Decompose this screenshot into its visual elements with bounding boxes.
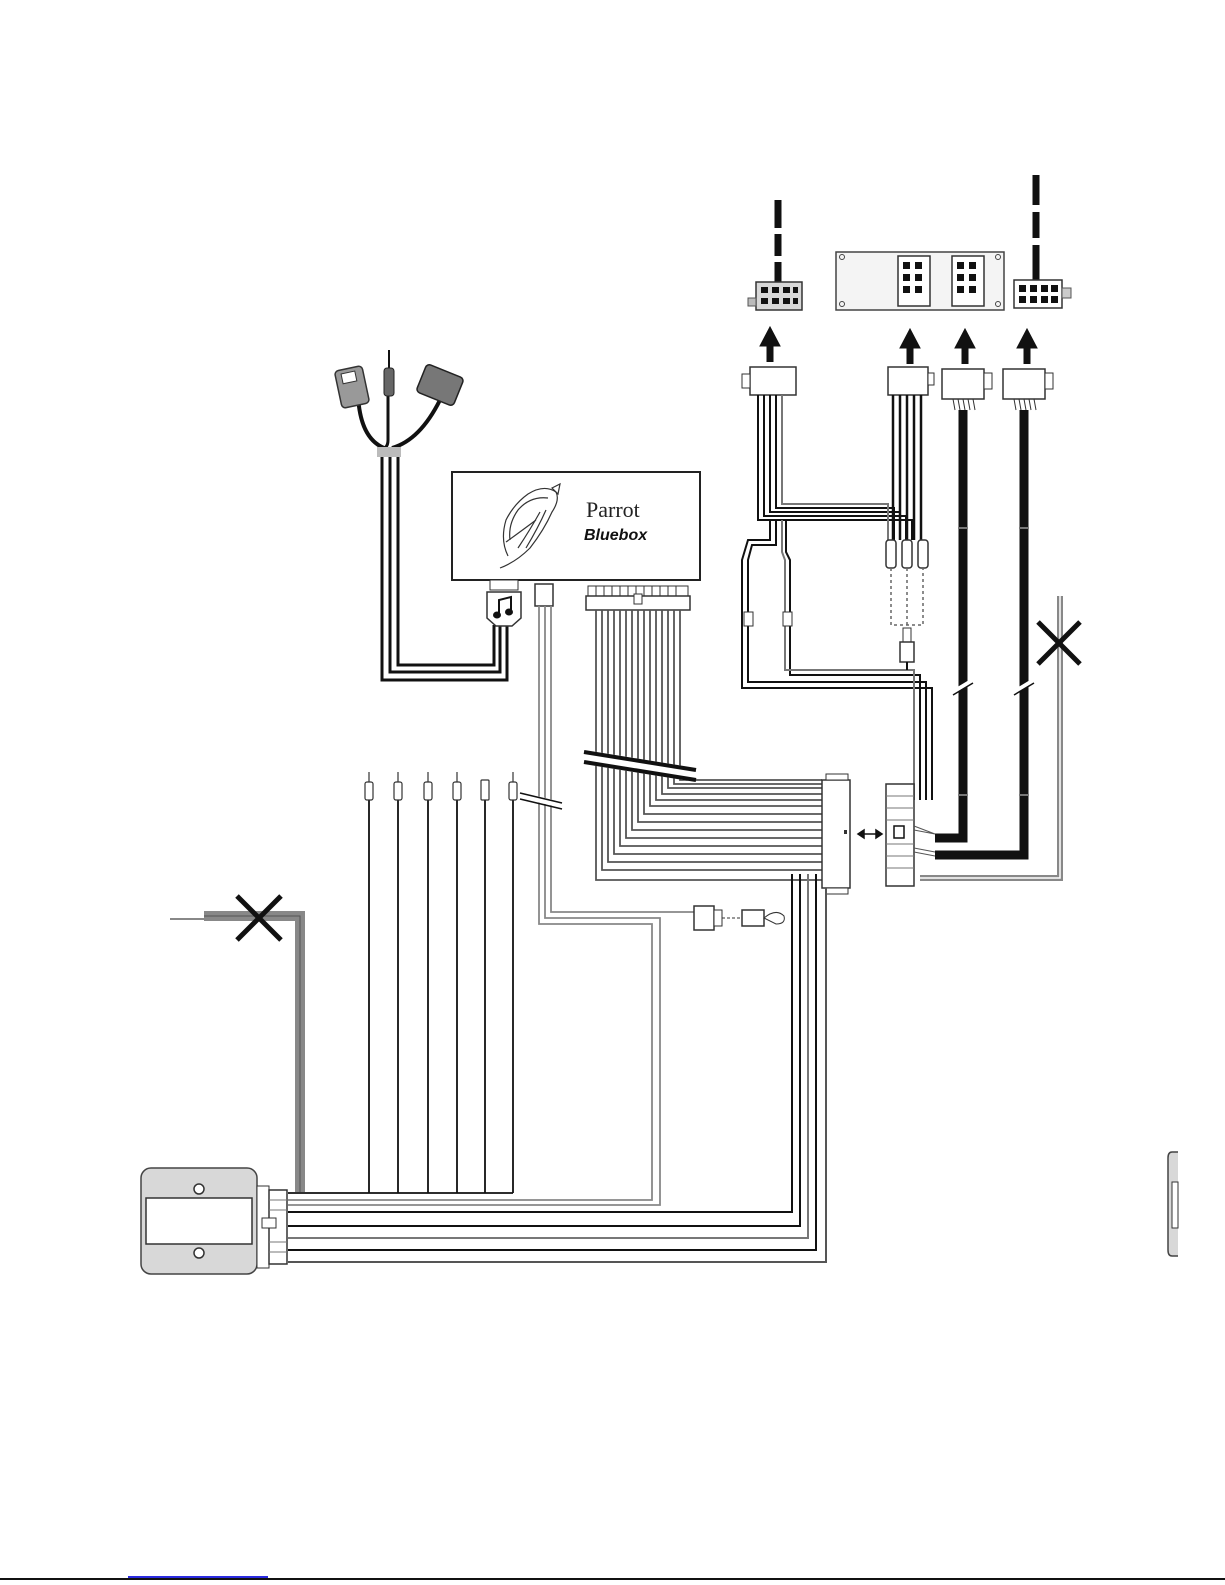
ring-terminal-wires: [288, 772, 517, 1193]
brand-name: Parrot: [586, 497, 640, 522]
jack-plug: [384, 350, 394, 396]
harness-connector-4: [1003, 369, 1053, 410]
interface-module: [141, 1168, 287, 1274]
rca-plugs: [886, 540, 928, 662]
up-arrows: [760, 327, 1037, 364]
double-arrow-icon: [858, 830, 882, 838]
ipod-plug: [416, 364, 464, 407]
thick-cable-3: [935, 410, 973, 838]
junction-connector-left: [822, 774, 850, 894]
harness-connector-3: [942, 369, 992, 410]
vehicle-connector-left: [748, 200, 802, 310]
footer-rule: [0, 1578, 1225, 1580]
footer-link-underline[interactable]: [128, 1576, 268, 1578]
vehicle-connector-right: [1014, 175, 1071, 308]
mic-wires: [288, 606, 696, 1205]
mic-wire-break: [520, 793, 562, 809]
inline-plug-a: [744, 612, 753, 626]
disconnected-cable-left: [170, 896, 300, 1192]
main-ribbon-wires: [596, 610, 822, 880]
vehicle-connector-panel: [836, 252, 1004, 310]
partial-module-edge: [1168, 1152, 1178, 1256]
harness-connector-1: [742, 367, 796, 395]
bluebox-unit: Parrot Bluebox: [452, 472, 700, 580]
junction-connector-right: [886, 784, 935, 886]
wires-connector-1: [758, 395, 912, 540]
thick-cable-4: [935, 410, 1034, 855]
main-harness-connector: [586, 586, 690, 610]
mic-plug-pair: [694, 906, 784, 930]
mic-connector: [535, 584, 553, 606]
usb-plug: [334, 366, 369, 409]
music-connector: [487, 580, 521, 626]
brand-model: Bluebox: [584, 527, 648, 544]
inline-plug-b: [783, 612, 792, 626]
wires-connector-2: [893, 395, 921, 540]
harness-connector-2: [888, 367, 934, 395]
